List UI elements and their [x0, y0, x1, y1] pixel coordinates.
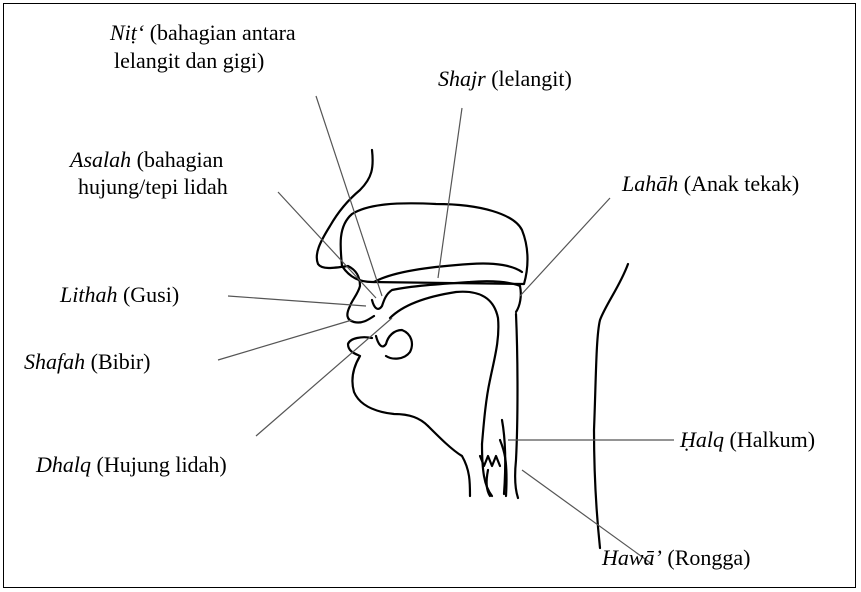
label-halq: Ḥalq (Halkum): [680, 427, 815, 453]
label-lithah-term: Lithah: [60, 282, 117, 307]
label-dhalq-desc: (Hujung lidah): [91, 452, 227, 477]
label-asalah: Asalah (bahagian: [70, 147, 223, 173]
label-dhalq-term: Dhalq: [36, 452, 91, 477]
label-asalah-desc-1: (bahagian: [131, 147, 223, 172]
label-nit-desc-1: (bahagian antara: [144, 20, 295, 45]
upper-teeth: [372, 281, 520, 309]
uvula-outline: [516, 286, 521, 312]
label-nit-line-2: lelangit dan gigi): [114, 48, 264, 74]
label-lahah: Lahāh (Anak tekak): [622, 171, 799, 197]
label-hawa-term: Hawā’: [602, 545, 662, 570]
palate-outline: [374, 263, 522, 282]
leader-lithah: [228, 296, 366, 306]
label-shafah-term: Shafah: [24, 349, 85, 374]
nasal-cavity-outline: [341, 203, 528, 284]
leader-shafah: [218, 320, 352, 360]
label-lahah-desc: (Anak tekak): [678, 171, 799, 196]
tongue-outline: [390, 292, 498, 444]
lower-teeth: [376, 330, 412, 359]
label-dhalq: Dhalq (Hujung lidah): [36, 452, 227, 478]
leader-shajr: [438, 108, 462, 278]
label-shafah: Shafah (Bibir): [24, 349, 151, 375]
leader-lahah: [520, 198, 610, 296]
label-lahah-term: Lahāh: [622, 171, 678, 196]
label-lithah-desc: (Gusi): [117, 282, 179, 307]
neck-back-outline: [594, 264, 628, 548]
label-shajr-desc: (lelangit): [486, 66, 572, 91]
label-hawa: Hawā’ (Rongga): [602, 545, 750, 571]
leader-dhalq: [256, 318, 392, 436]
jaw-line: [428, 426, 470, 496]
label-halq-desc: (Halkum): [724, 427, 815, 452]
label-halq-term: Ḥalq: [680, 427, 724, 452]
label-nit: Niṭ‘ (bahagian antara: [110, 20, 296, 46]
label-shafah-desc: (Bibir): [85, 349, 150, 374]
label-hawa-desc: (Rongga): [662, 545, 751, 570]
label-shajr-term: Shajr: [438, 66, 486, 91]
leader-asalah: [278, 192, 376, 298]
label-asalah-line-2: hujung/tepi lidah: [78, 174, 228, 200]
label-asalah-term: Asalah: [70, 147, 131, 172]
larynx-outline: [482, 420, 505, 496]
pharynx-wall: [515, 314, 518, 498]
label-shajr: Shajr (lelangit): [438, 66, 572, 92]
label-nit-term: Niṭ‘: [110, 20, 144, 45]
lower-lip-outline: [348, 337, 428, 426]
label-lithah: Lithah (Gusi): [60, 282, 179, 308]
nose-outline: [317, 150, 374, 323]
